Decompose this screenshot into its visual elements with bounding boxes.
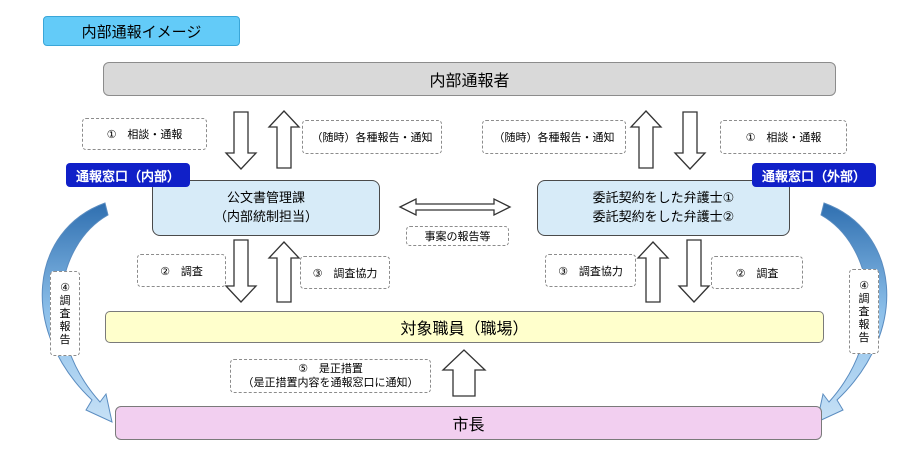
up-arrow-notify-right [629,110,663,169]
up-arrow-corrective [441,349,487,397]
label-notify-left: （随時）各種報告・通知 [302,120,442,154]
down-arrow-survey-left [224,239,258,303]
internal-office-box: 公文書管理課 （内部統制担当） [152,180,380,236]
corrective-line-2: （是正措置内容を通報窓口に通知） [242,376,419,389]
label-mutual-report: 事案の報告等 [406,226,509,246]
external-window-badge: 通報窓口（外部） [752,163,876,187]
report-left-char: ④ [60,281,70,294]
report-right-char: 調 [858,292,870,305]
label-survey-right: ② 調査 [711,256,803,289]
double-arrow-mutual [398,197,512,217]
corrective-line-1: ⑤ 是正措置 [298,362,363,375]
internal-office-line-2: （内部統制担当） [213,210,318,225]
external-office-line-2: 委託契約をした弁護士② [592,210,735,225]
report-right-char: ④ [859,279,869,292]
internal-window-badge: 通報窓口（内部） [66,163,190,187]
label-report-right: ④ 調 査 報 告 [849,269,879,354]
up-arrow-cooperate-left [267,241,301,303]
label-cooperate-right: ③ 調査協力 [545,254,636,287]
whistleblower-box: 内部通報者 [103,62,836,96]
mayor-box: 市長 [115,406,822,440]
diagram-title: 内部通報イメージ [43,16,240,46]
label-consult-left: ① 相談・通報 [82,118,207,150]
report-right-char: 告 [858,331,870,344]
report-left-char: 調 [59,294,71,307]
label-cooperate-left: ③ 調査協力 [300,256,390,289]
label-notify-right: （随時）各種報告・通知 [482,120,626,154]
report-right-char: 報 [858,318,870,331]
internal-office-line-1: 公文書管理課 [226,191,305,206]
label-report-left: ④ 調 査 報 告 [50,271,80,356]
curved-arrow-report-left [41,202,113,423]
label-survey-left: ② 調査 [137,254,226,287]
external-office-line-1: 委託契約をした弁護士① [592,191,735,206]
up-arrow-cooperate-right [636,241,670,303]
report-right-char: 査 [858,305,870,318]
up-arrow-notify-left [267,110,301,169]
label-consult-right: ① 相談・通報 [720,120,847,154]
report-left-char: 査 [59,307,71,320]
down-arrow-survey-right [677,239,711,303]
report-left-char: 告 [59,333,71,346]
down-arrow-consult-left [224,111,258,170]
external-office-box: 委託契約をした弁護士① 委託契約をした弁護士② [537,180,790,236]
down-arrow-consult-right [673,111,707,170]
report-left-char: 報 [59,320,71,333]
label-corrective-measures: ⑤ 是正措置 （是正措置内容を通報窓口に通知） [230,359,431,393]
target-staff-box: 対象職員（職場） [105,311,824,343]
